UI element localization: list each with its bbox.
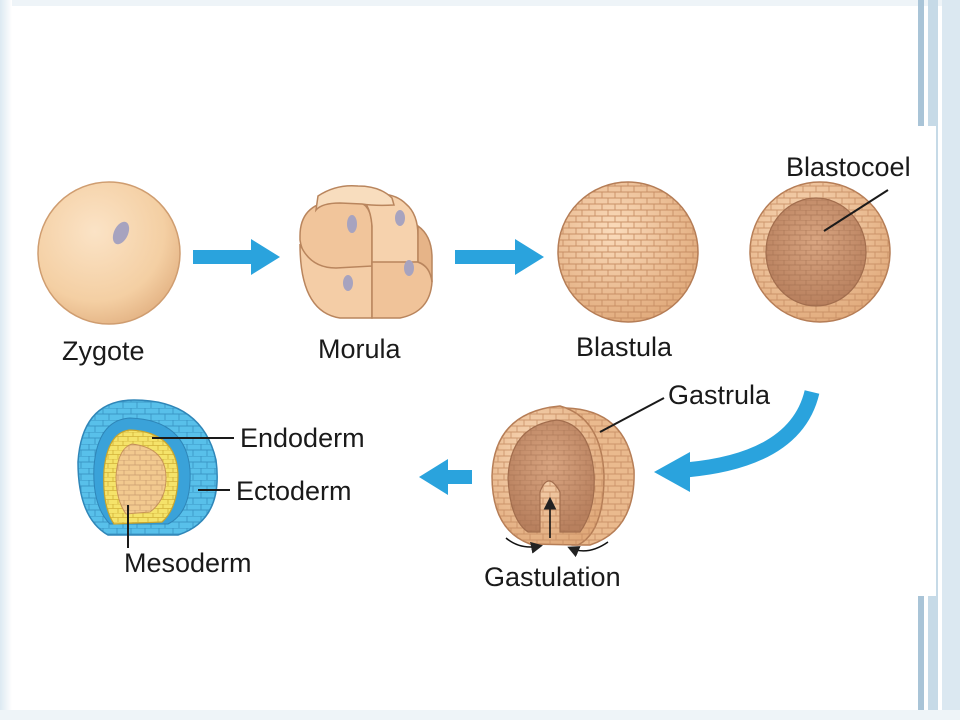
- gastrula-cell: [491, 405, 635, 546]
- gastrulation-movement-arrow-left: [505, 537, 543, 554]
- arrow-gastrula-to-germ-layers: [419, 459, 472, 495]
- arrow-blastula-to-gastrula: [654, 390, 820, 492]
- blastula-cross-section: [749, 181, 891, 323]
- gastrulation-movement-arrow-right: [567, 541, 609, 558]
- arrow-zygote-to-morula: [193, 239, 280, 275]
- ectoderm-label: Ectoderm: [236, 476, 352, 506]
- zygote-label: Zygote: [62, 336, 145, 366]
- arrow-morula-to-blastula: [455, 239, 544, 275]
- blastula-label: Blastula: [576, 332, 673, 362]
- blastula-cell: [557, 181, 699, 323]
- frame-bottom-band: [0, 710, 960, 720]
- morula-cell: [299, 184, 433, 319]
- frame-top-band: [0, 0, 960, 6]
- morula-label: Morula: [318, 334, 402, 364]
- gastrula-label: Gastrula: [668, 380, 771, 410]
- germ-layer-embryo: [77, 399, 218, 536]
- frame-stripe: [942, 0, 960, 720]
- zygote-cell: [37, 181, 181, 325]
- blastocoel-label: Blastocoel: [786, 152, 911, 182]
- blastocoel-pointer-line: [823, 189, 889, 232]
- endoderm-label: Endoderm: [240, 423, 365, 453]
- gastrula-pointer-line: [599, 397, 665, 433]
- gastulation-label: Gastulation: [484, 562, 621, 592]
- mesoderm-label: Mesoderm: [124, 548, 252, 578]
- frame-left-band: [0, 0, 12, 720]
